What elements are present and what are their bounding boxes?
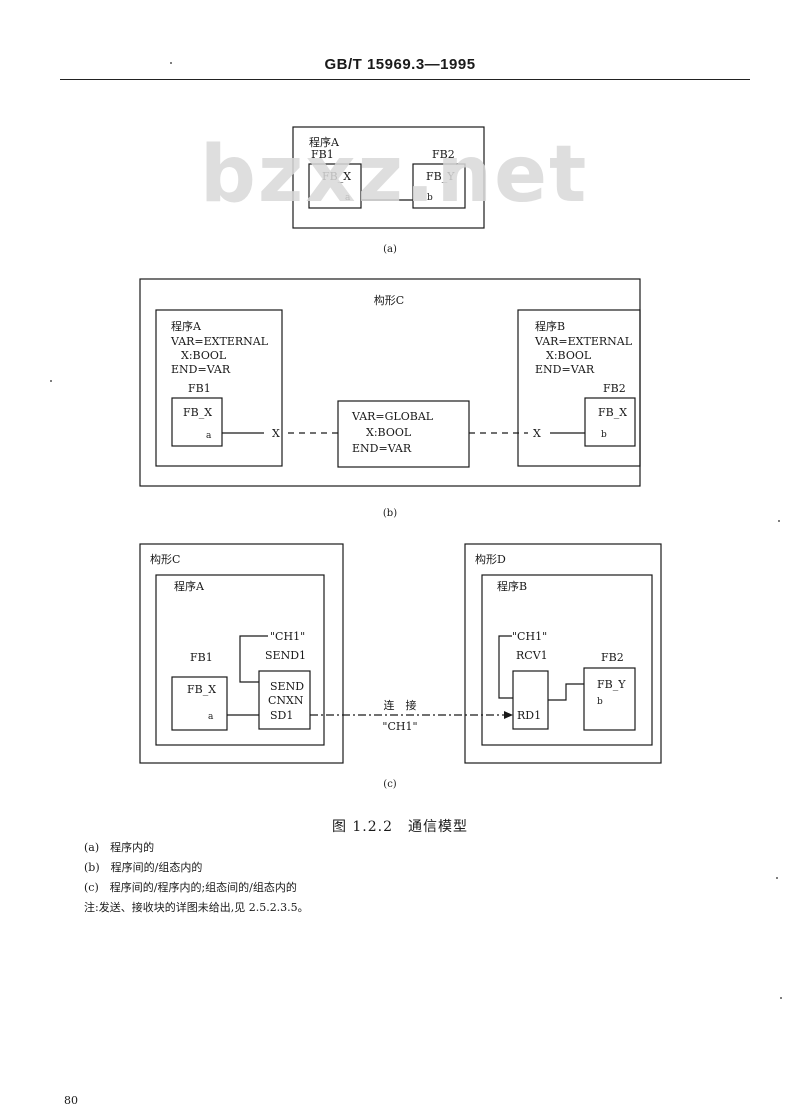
scan-speck: [50, 380, 52, 382]
c-link-arrowhead: [504, 711, 513, 719]
b-left-decl-2: X:BOOL: [181, 349, 227, 362]
b-right-fb-instance: FB2: [603, 382, 626, 395]
note-line: (a) 程序内的: [84, 841, 155, 854]
c-right-program-label: 程序B: [497, 579, 527, 593]
b-config-label: 构形C: [374, 293, 404, 307]
c-fb2-instance: FB2: [601, 651, 624, 664]
note-line: (c) 程序间的/程序内的;组态间的/组态内的: [84, 881, 297, 894]
c-fb1-var: a: [208, 712, 214, 722]
a-fb2-box: [412, 163, 466, 209]
c-left-config-label: 构形C: [150, 552, 180, 566]
b-right-link-var: X: [533, 427, 541, 440]
b-right-program-box: [517, 309, 641, 467]
c-left-config-box: [139, 543, 344, 764]
note-line: (b) 程序间的/组态内的: [84, 861, 203, 874]
b-left-fb-instance: FB1: [188, 382, 211, 395]
c-send-type: SEND: [270, 680, 304, 693]
c-right-program-box: [481, 574, 653, 746]
b-left-fb-box: [171, 397, 223, 447]
b-right-fb-box: [584, 397, 636, 447]
scan-speck: [780, 997, 782, 999]
b-right-fb-type: FB_X: [598, 406, 627, 419]
a-fb1-instance: FB1: [311, 148, 334, 161]
scan-speck: [778, 520, 780, 522]
c-send-channel: "CH1": [270, 630, 305, 643]
c-link-channel: "CH1": [382, 720, 417, 733]
a-fb1-type: FB_X: [322, 170, 351, 183]
c-rcv-channel: "CH1": [512, 630, 547, 643]
c-fb2-var: b: [597, 697, 603, 707]
figure-title: 图 1.2.2 通信模型: [331, 819, 469, 835]
b-left-program-box: [155, 309, 283, 467]
b-right-fb-var: b: [601, 430, 607, 440]
b-global-line-2: X:BOOL: [366, 426, 412, 439]
b-right-decl-2: X:BOOL: [546, 349, 592, 362]
a-program-box: [292, 126, 485, 229]
c-fb1-box: [171, 676, 228, 731]
c-rcv-channel-wire: [498, 635, 513, 699]
c-right-config-box: [464, 543, 662, 764]
a-fb1-box: [308, 163, 362, 209]
a-fb1-var: a: [345, 193, 351, 203]
c-send-box: [258, 670, 311, 730]
a-fb2-type: FB_Y: [426, 170, 455, 183]
caption-b: (b): [383, 508, 397, 519]
standard-header: GB/T 15969.3—1995: [324, 56, 476, 73]
b-left-fb-type: FB_X: [183, 406, 212, 419]
b-right-decl-1: VAR=EXTERNAL: [534, 335, 633, 348]
b-left-fb-var: a: [206, 431, 212, 441]
c-send-port-cnxn: CNXN: [268, 694, 304, 707]
c-send-port-sd1: SD1: [270, 709, 293, 722]
b-global-line-3: END=VAR: [352, 442, 412, 455]
note-line: 注:发送、接收块的详图未给出,见 2.5.2.3.5。: [84, 901, 309, 914]
c-left-program-label: 程序A: [174, 579, 205, 593]
scan-speck: [170, 62, 172, 64]
c-link-label: 连 接: [384, 699, 417, 712]
b-global-box: [337, 400, 470, 468]
figure-notes: (a) 程序内的 (b) 程序间的/组态内的 (c) 程序间的/程序内的;组态间…: [84, 838, 309, 918]
page-number: 80: [64, 1094, 78, 1107]
c-fb1-type: FB_X: [187, 683, 216, 696]
c-fb2-type: FB_Y: [597, 678, 626, 691]
b-left-program-label: 程序A: [171, 319, 202, 333]
c-rcv-instance: RCV1: [516, 649, 548, 662]
a-fb2-var: b: [427, 193, 433, 203]
b-global-line-1: VAR=GLOBAL: [351, 410, 434, 423]
b-left-decl-1: VAR=EXTERNAL: [170, 335, 269, 348]
scan-speck: [776, 877, 778, 879]
a-program-label: 程序A: [309, 135, 340, 149]
caption-c: (c): [383, 779, 397, 790]
c-fb1-instance: FB1: [190, 651, 213, 664]
header-rule: [60, 79, 750, 80]
b-right-decl-3: END=VAR: [535, 363, 595, 376]
c-right-config-label: 构形D: [475, 552, 506, 566]
b-right-program-label: 程序B: [535, 319, 565, 333]
a-fb2-instance: FB2: [432, 148, 455, 161]
caption-a: (a): [383, 244, 397, 255]
c-send-channel-wire: [239, 635, 268, 683]
c-rcv-port: RD1: [517, 709, 541, 722]
c-fb2-box: [583, 667, 636, 731]
b-left-link-var: X: [272, 427, 280, 440]
c-send-instance: SEND1: [265, 649, 306, 662]
c-left-program-box: [155, 574, 325, 746]
b-left-decl-3: END=VAR: [171, 363, 231, 376]
